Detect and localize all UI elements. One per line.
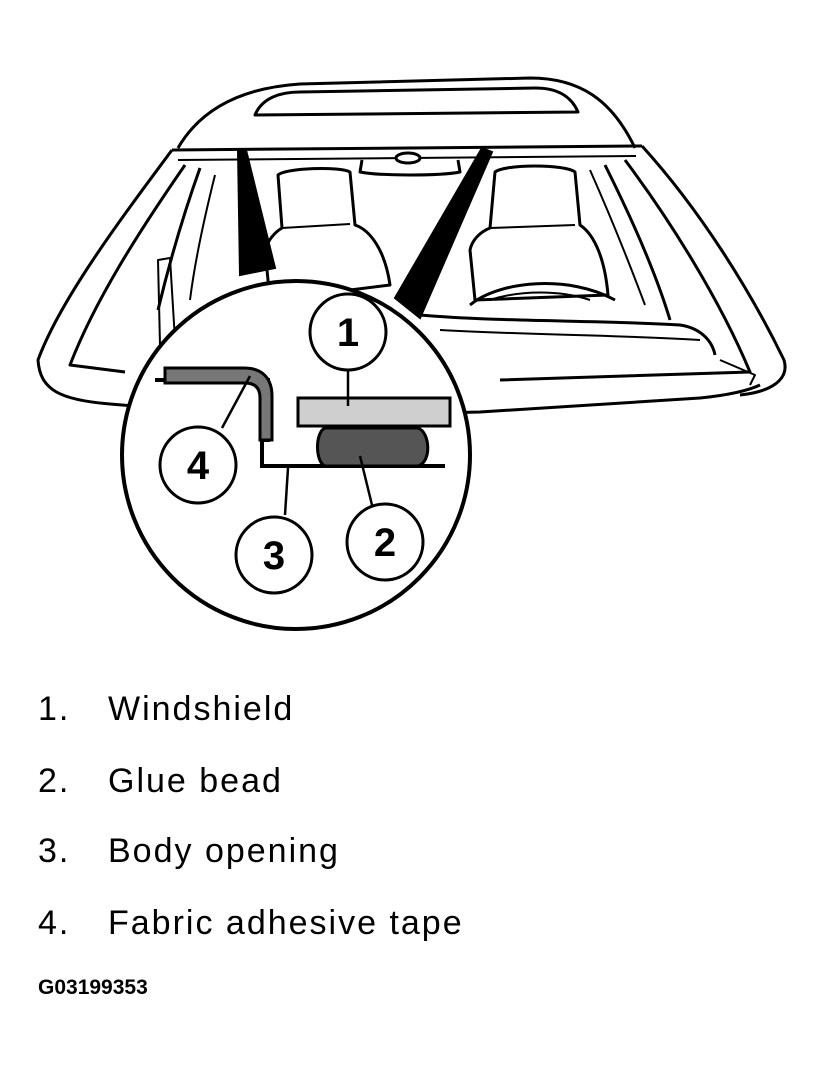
roof-panel bbox=[253, 86, 580, 117]
pointer-left bbox=[236, 149, 277, 277]
roof-outline bbox=[176, 76, 637, 149]
leader-4 bbox=[220, 375, 252, 429]
steering-wheel bbox=[469, 282, 616, 307]
body-left-side bbox=[36, 149, 174, 406]
windshield-glass bbox=[296, 396, 452, 428]
a-pillar-right bbox=[603, 164, 672, 321]
detail-pointers bbox=[236, 146, 494, 320]
legend-item-number: 2. bbox=[38, 762, 71, 800]
legend-item-label: Body opening bbox=[108, 832, 340, 870]
windshield-installation-illustration: 1 2 3 4 bbox=[36, 76, 787, 631]
glue-bead bbox=[316, 426, 430, 468]
body-right-side bbox=[640, 144, 787, 397]
car-outline bbox=[36, 76, 787, 416]
detail-magnifier: 1 2 3 4 bbox=[120, 279, 472, 631]
legend-item-label: Windshield bbox=[108, 690, 295, 728]
legend-item-number: 4. bbox=[38, 904, 71, 942]
windshield-top-frame bbox=[171, 144, 643, 152]
leader-3 bbox=[283, 467, 290, 516]
callout-3: 3 bbox=[234, 515, 314, 595]
right-seat bbox=[468, 164, 610, 302]
legend-item-label: Fabric adhesive tape bbox=[108, 904, 464, 942]
callout-1-number: 1 bbox=[337, 311, 359, 355]
callout-4-number: 4 bbox=[187, 444, 210, 488]
callout-1: 1 bbox=[308, 292, 388, 372]
fabric-adhesive-tape bbox=[163, 366, 274, 442]
dashboard bbox=[419, 313, 717, 356]
leader-2 bbox=[358, 455, 374, 506]
legend-item-number: 3. bbox=[38, 832, 71, 870]
figure-code: G03199353 bbox=[38, 976, 148, 999]
rear-view-mirror bbox=[358, 159, 462, 177]
legend-item-label: Glue bead bbox=[108, 762, 283, 800]
pointer-right bbox=[393, 146, 494, 320]
a-pillar-left bbox=[156, 167, 202, 311]
glass-right-edge bbox=[499, 159, 752, 382]
callout-4: 4 bbox=[158, 425, 238, 505]
glass-left-edge bbox=[68, 164, 187, 374]
callout-2: 2 bbox=[345, 502, 425, 582]
left-seat bbox=[263, 166, 392, 302]
callout-3-number: 3 bbox=[263, 534, 285, 578]
legend-item-number: 1. bbox=[38, 690, 71, 728]
callout-2-number: 2 bbox=[374, 521, 396, 565]
